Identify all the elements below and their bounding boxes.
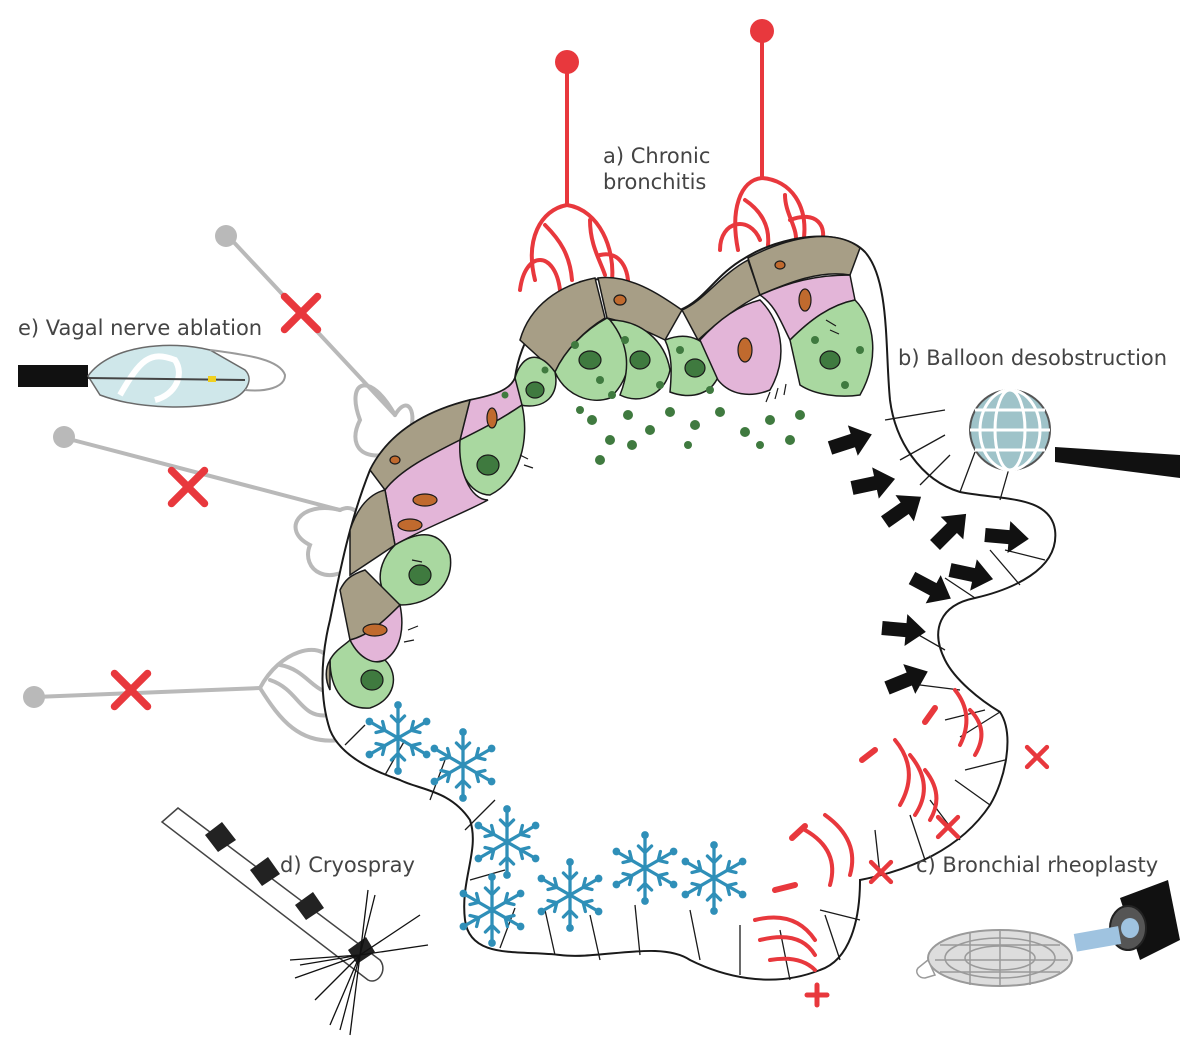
cryospray-probe: [160, 807, 429, 1036]
cryospray-label: d) Cryospray: [280, 853, 415, 877]
chronic-bronchitis-label-line2: bronchitis: [603, 170, 707, 194]
chronic-bronchitis-label: a) Chronic bronchitis: [603, 143, 710, 195]
mucus-droplets: [576, 391, 805, 465]
vagal-nerve-ablation-label: e) Vagal nerve ablation: [18, 316, 263, 340]
nerve-endpoints-red: [555, 19, 774, 74]
chronic-bronchitis-label-line1: a) Chronic: [603, 144, 711, 168]
rheoplasty-plus-signs: [804, 747, 1047, 1008]
red-x-mark-icon: [115, 674, 148, 707]
vagal-ablation-catheter: [18, 344, 287, 408]
red-x-mark-icon: [172, 471, 205, 504]
red-minus-icon: [789, 823, 808, 841]
balloon-desobstruction-label: b) Balloon desobstruction: [898, 346, 1168, 370]
rheoplasty-arcs: [753, 688, 984, 972]
red-plus-icon: [804, 982, 830, 1008]
bronchial-rheoplasty-label: c) Bronchial rheoplasty: [916, 853, 1159, 877]
rheoplasty-catheter: [916, 880, 1180, 987]
cell-nuclei: [360, 260, 841, 691]
red-x-mark-icon: [285, 297, 318, 330]
red-minus-icon: [859, 747, 878, 763]
red-minus-icon: [922, 705, 938, 725]
chronic-bronchitis-nerves: [518, 36, 826, 292]
red-minus-icon: [772, 882, 798, 893]
rheoplasty-minus-signs: [772, 705, 938, 893]
goblet-granules: [501, 336, 864, 399]
red-plus-icon: [1027, 747, 1047, 767]
cilia: [403, 319, 840, 643]
balloon-catheter: [969, 388, 1180, 478]
nerve-endpoints: [23, 225, 237, 708]
